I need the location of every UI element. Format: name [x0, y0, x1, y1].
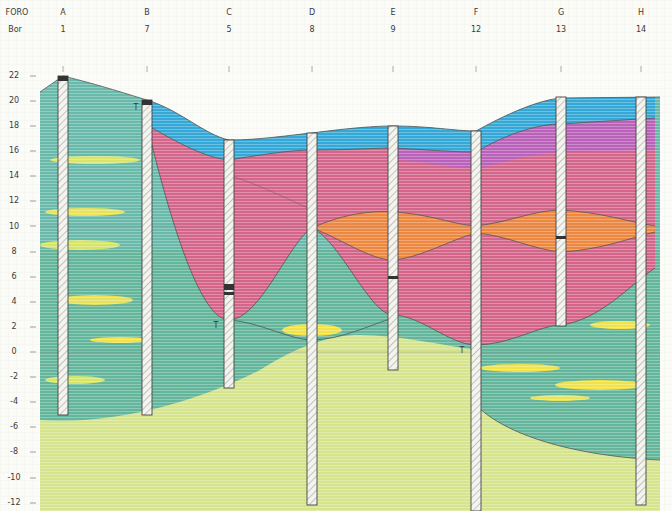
column-letter: F [474, 9, 479, 17]
elevation-label: -8 [10, 448, 18, 456]
borehole-number: 8 [309, 26, 314, 34]
elevation-label: 22 [9, 72, 19, 80]
datum-line [40, 352, 660, 353]
axis-ticks [30, 76, 36, 503]
marker-label: T [134, 104, 139, 112]
column-letter: G [558, 9, 564, 17]
column-letter: A [60, 9, 65, 17]
elevation-label: -6 [10, 423, 18, 431]
borehole [307, 133, 317, 505]
core-marks [58, 76, 566, 295]
elevation-label: 8 [11, 248, 16, 256]
elevation-label: 12 [9, 197, 19, 205]
borehole-number: 1 [60, 26, 65, 34]
elevation-label: 16 [9, 147, 19, 155]
column-letter: D [309, 9, 315, 17]
borehole [142, 100, 152, 415]
elevation-label: 18 [9, 122, 19, 130]
elevation-label: 4 [11, 298, 16, 306]
marker-label: T [214, 322, 219, 330]
row-heading: FORO [6, 9, 29, 17]
elevation-label: 20 [9, 97, 19, 105]
elevation-label: -10 [7, 474, 20, 482]
column-letter: E [390, 9, 395, 17]
elevation-label: 14 [9, 172, 19, 180]
borehole [388, 126, 398, 370]
borehole [636, 97, 646, 505]
borehole [556, 97, 566, 326]
boundary-lines [40, 76, 660, 460]
marker-label: T [460, 347, 465, 355]
borehole-number: 12 [471, 26, 481, 34]
borehole [58, 76, 68, 415]
borehole-number: 14 [636, 26, 646, 34]
borehole-number: 7 [144, 26, 149, 34]
column-letter: B [144, 9, 150, 17]
borehole-number: 9 [390, 26, 395, 34]
column-letter: C [226, 9, 232, 17]
row-heading: Bor [8, 26, 22, 34]
elevation-label: -4 [10, 398, 18, 406]
borehole [471, 131, 481, 511]
boreholes [58, 76, 646, 511]
elevation-label: 2 [11, 323, 16, 331]
elevation-label: 10 [9, 223, 19, 231]
elevation-label: -12 [7, 499, 20, 507]
column-letter: H [638, 9, 644, 17]
datum-line [40, 226, 660, 227]
pencil-texture [38, 70, 662, 511]
elevation-label: -2 [10, 373, 18, 381]
elevation-label: 0 [11, 348, 16, 356]
elevation-label: 6 [11, 273, 16, 281]
borehole-number: 5 [226, 26, 231, 34]
borehole-number: 13 [556, 26, 566, 34]
borehole [224, 140, 234, 388]
